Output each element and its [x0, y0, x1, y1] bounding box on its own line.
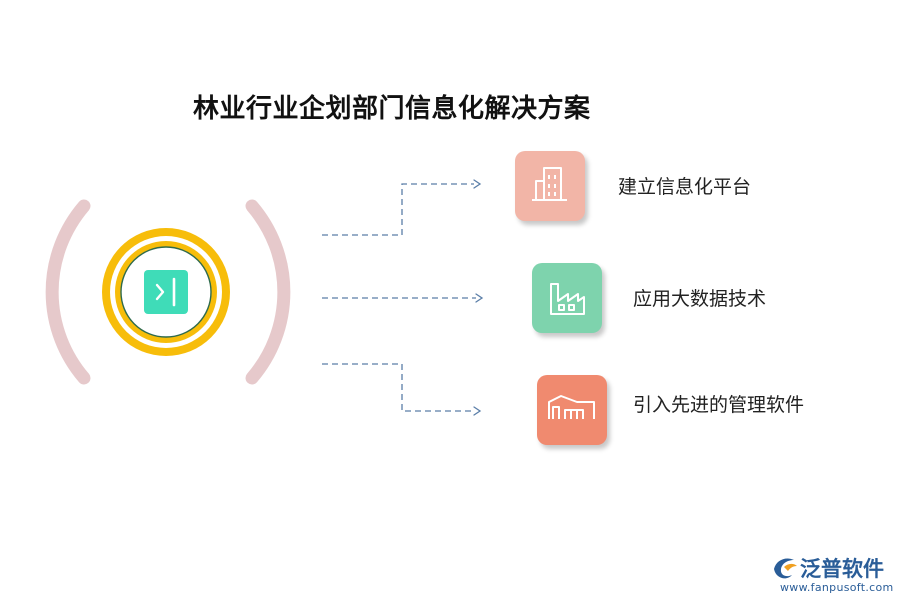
item-3-label: 引入先进的管理软件 — [633, 394, 805, 416]
item-2-label: 应用大数据技术 — [633, 288, 767, 310]
diagram-title: 林业行业企划部门信息化解决方案 — [193, 94, 591, 124]
item-3-tile — [537, 375, 607, 445]
connector-bottom-arrowhead — [473, 406, 482, 416]
connector-middle-arrowhead — [475, 293, 484, 303]
brand-name: 泛普软件 — [800, 557, 884, 581]
connector-top — [322, 183, 474, 236]
brand-watermark: 泛普软件 www.fanpusoft.com — [770, 553, 895, 597]
right-bracket-arc — [245, 199, 291, 385]
building-icon — [532, 167, 567, 201]
item-2-tile — [532, 263, 602, 333]
brand-url: www.fanpusoft.com — [780, 581, 894, 594]
warehouse-icon — [548, 395, 595, 419]
item-1-label: 建立信息化平台 — [618, 176, 752, 198]
factory-icon — [550, 283, 585, 315]
connector-top-arrowhead — [473, 179, 482, 189]
left-bracket-arc — [45, 199, 91, 385]
connector-bottom — [322, 363, 474, 412]
item-1-tile — [515, 151, 585, 221]
panel-expand-icon — [144, 270, 188, 314]
fanpu-logo-icon — [774, 558, 797, 579]
